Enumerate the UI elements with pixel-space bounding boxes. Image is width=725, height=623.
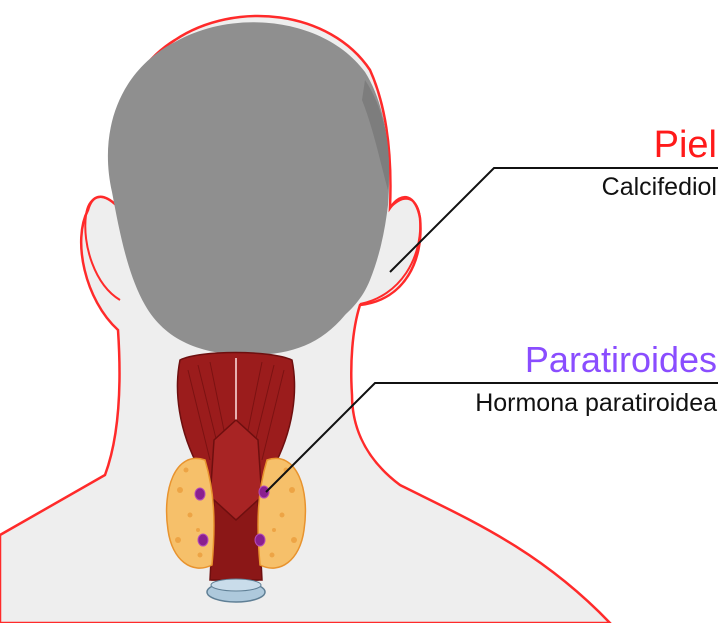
parathyroid-label-title: Paratiroides (525, 342, 717, 378)
parathyroid-gland (198, 534, 208, 546)
parathyroid-gland (259, 486, 269, 498)
parathyroid-gland (195, 488, 205, 500)
hair (108, 22, 389, 355)
skin-label-title: Piel (654, 126, 717, 164)
skin-label-subtitle: Calcifediol (602, 175, 717, 200)
parathyroid-gland (255, 534, 265, 546)
tracheal-lumen (211, 579, 261, 591)
parathyroid-label-subtitle: Hormona paratiroidea (475, 391, 717, 416)
